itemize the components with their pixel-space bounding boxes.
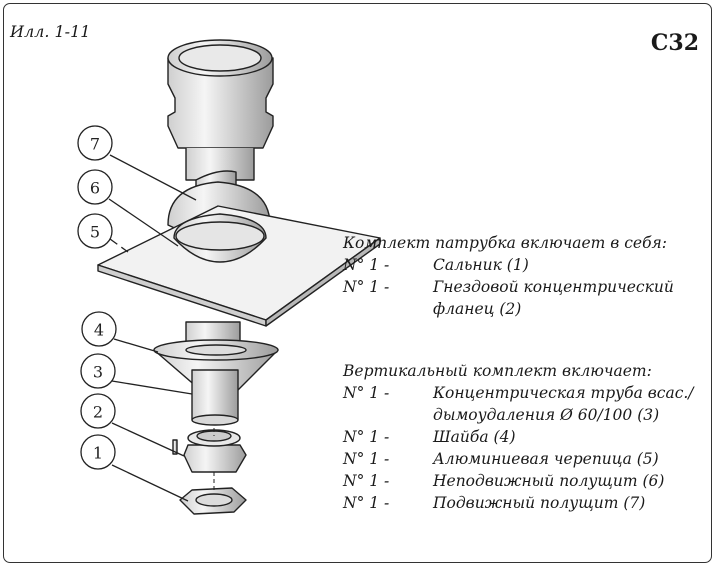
list-item: N° 1 - Подвижный полущит (7) [343,492,694,514]
item-qty: N° 1 - [343,472,390,490]
item-qty: N° 1 - [343,384,390,402]
callout-3 [80,353,116,389]
gasket-part [179,487,247,515]
callout-1-number: 1 [93,444,103,463]
callout-7 [77,125,113,161]
item-desc: Концентрическая труба всас./ дымоудалени… [433,384,694,424]
item-qty: N° 1 - [343,450,390,468]
nozzle-kit-heading: Комплект патрубка включает в себя: [343,234,668,252]
aluminium-roof-tile-part [97,205,381,327]
female-flange-part [172,429,247,473]
item-desc: Сальник (1) [433,256,529,274]
item-desc: Алюминиевая черепица (5) [433,450,659,468]
item-desc: Подвижный полущит (7) [433,494,646,512]
callout-7-number: 7 [90,135,100,154]
callout-4-number: 4 [94,321,104,340]
item-desc: Шайба (4) [433,428,516,446]
exploded-assembly-drawing: 7 6 5 4 3 2 1 [77,39,381,515]
item-qty: N° 1 - [343,494,390,512]
list-item: N° 1 - Неподвижный полущит (6) [343,470,694,492]
item-qty: N° 1 - [343,278,390,296]
terminal-cap-part [167,39,274,181]
model-code: C32 [650,30,699,56]
callout-6-number: 6 [90,179,100,198]
item-desc: Неподвижный полущит (6) [433,472,665,490]
item-desc: Гнездовой концентрический фланец (2) [433,278,674,318]
callout-2-number: 2 [93,403,103,422]
item-qty: N° 1 - [343,428,390,446]
callout-2 [80,393,116,429]
item-qty: N° 1 - [343,256,390,274]
list-item: N° 1 - Гнездовой концентрический фланец … [343,276,674,320]
list-item: N° 1 - Сальник (1) [343,254,674,276]
list-item: N° 1 - Концентрическая труба всас./ дымо… [343,382,694,426]
callout-1 [80,434,116,470]
callout-3-number: 3 [93,363,103,382]
callout-5-number: 5 [90,223,100,242]
callout-4 [81,311,117,347]
vertical-kit-list: Вертикальный комплект включает: N° 1 - К… [343,360,694,514]
concentric-pipe-part [191,369,239,426]
fixed-half-shield-part [173,213,267,263]
callout-5 [77,213,113,249]
figure-label: Илл. 1-11 [10,22,91,41]
nozzle-kit-list: Комплект патрубка включает в себя: N° 1 … [343,232,674,320]
list-item: N° 1 - Шайба (4) [343,426,694,448]
vertical-kit-heading: Вертикальный комплект включает: [343,362,652,380]
list-item: N° 1 - Алюминиевая черепица (5) [343,448,694,470]
callout-6 [77,169,113,205]
